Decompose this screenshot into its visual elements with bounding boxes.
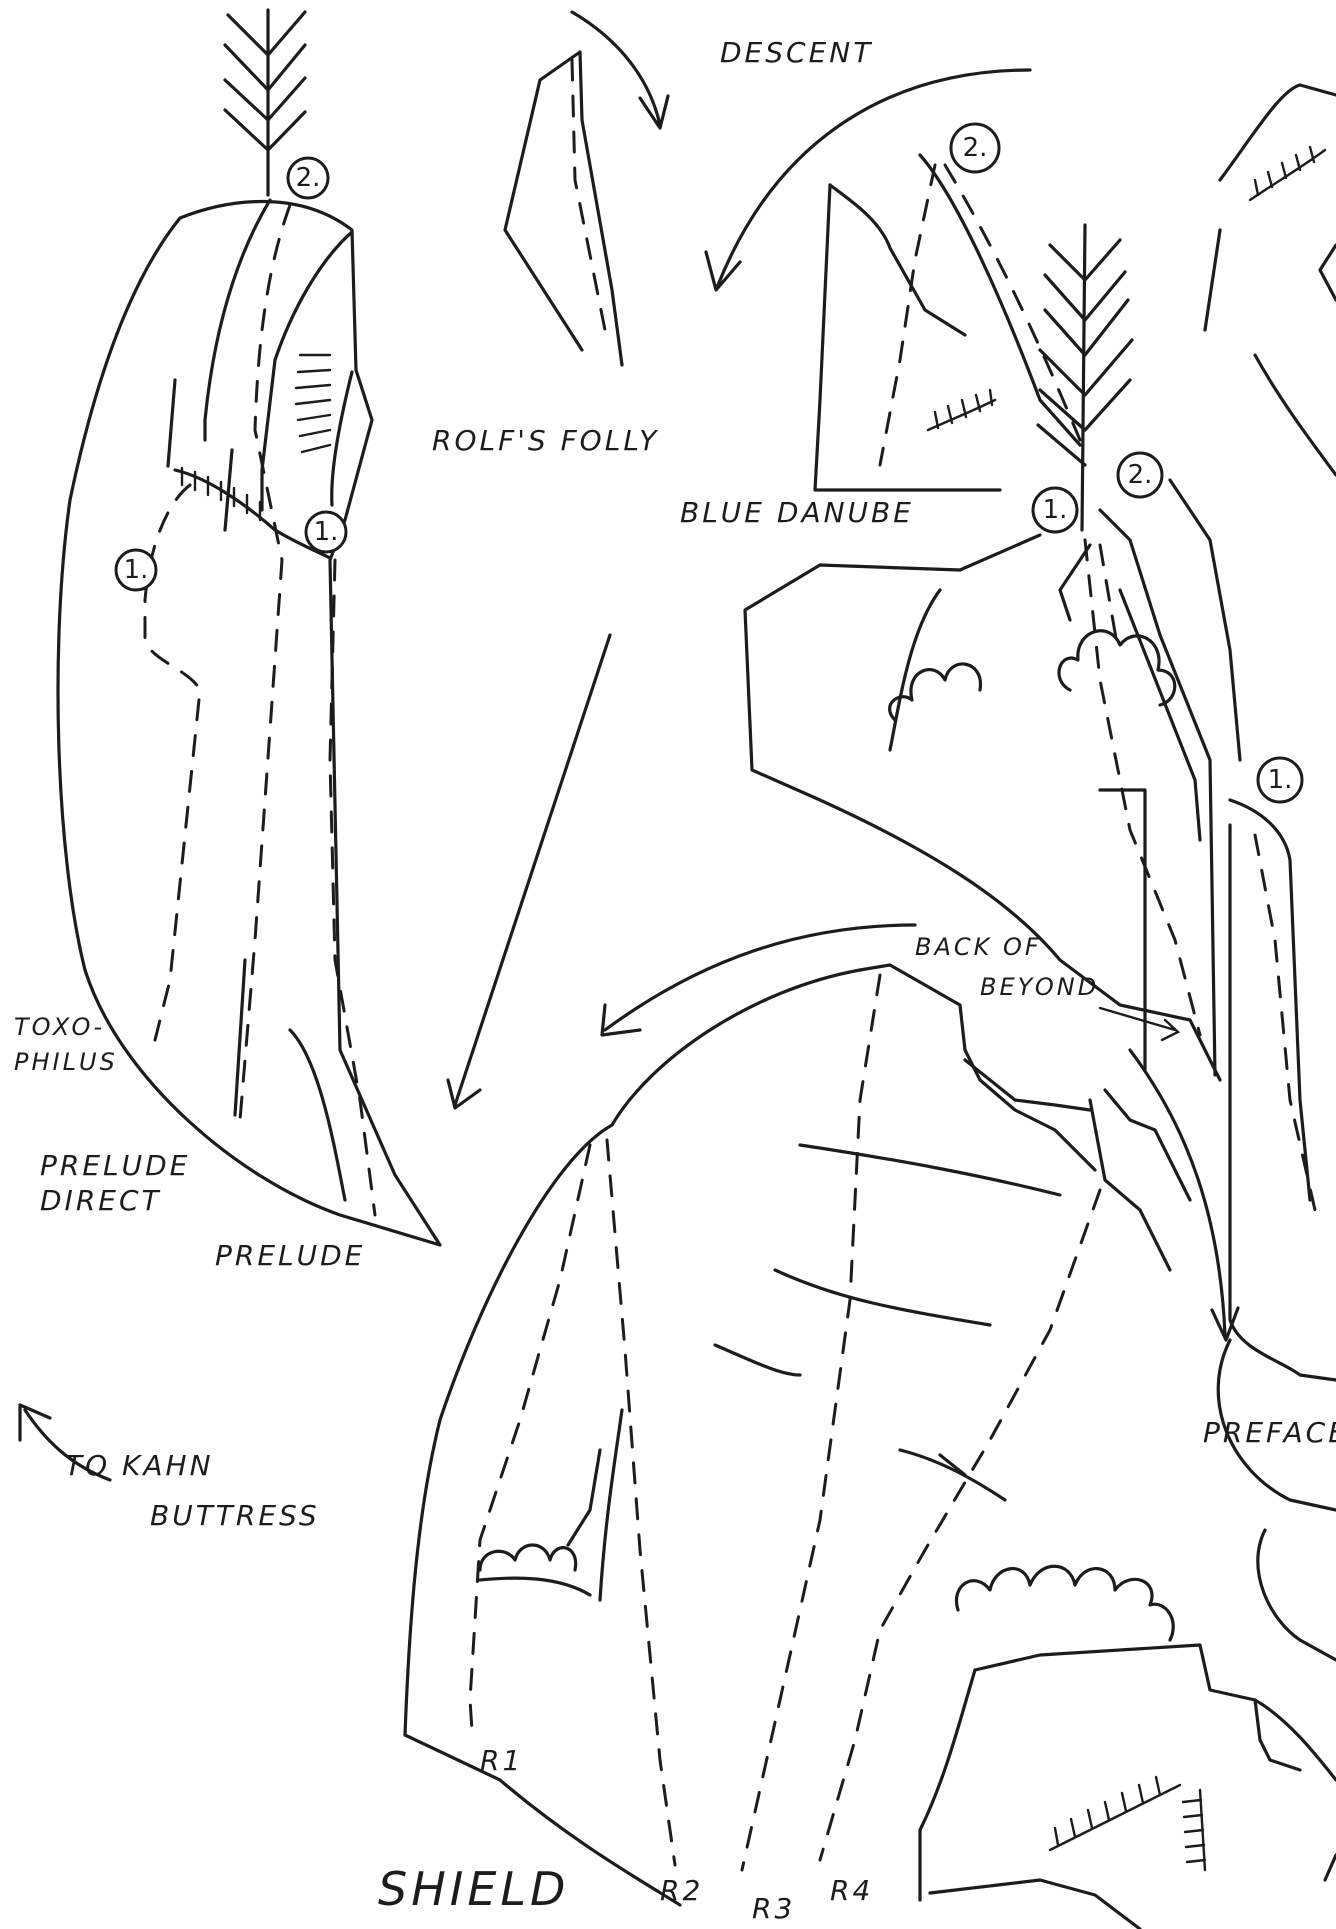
pitch-marker-left-top: 2. xyxy=(288,158,328,198)
bush-icon-4 xyxy=(956,1566,1173,1640)
approach-arrow-diagonal xyxy=(448,635,610,1108)
label-to-kahn-buttress-2: BUTTRESS xyxy=(150,1499,320,1532)
pitch-marker-blue-danube-1: 1. xyxy=(1033,488,1077,532)
route-r4 xyxy=(820,1190,1100,1860)
label-blue-danube: BLUE DANUBE xyxy=(680,496,914,529)
label-preface: PREFACE xyxy=(1203,1416,1336,1449)
descent-arrow-shield xyxy=(602,925,915,1035)
svg-text:1.: 1. xyxy=(1268,765,1293,795)
blue-danube-buttress: 2. 1. 2. xyxy=(706,70,1336,532)
route-back-of-beyond xyxy=(1085,540,1200,1035)
label-back-of-beyond-2: BEYOND xyxy=(980,973,1099,1001)
pitch-marker-blue-danube-2: 2. xyxy=(1118,453,1162,497)
shield-crag xyxy=(405,925,1336,1929)
bush-icon-3 xyxy=(480,1545,576,1570)
pitch-marker-left-mid-right: 1. xyxy=(306,512,346,552)
label-r4: R4 xyxy=(830,1874,873,1907)
descent-arrow-small xyxy=(572,12,668,128)
svg-text:2.: 2. xyxy=(296,163,321,193)
label-toxophilus-2: PHILUS xyxy=(14,1048,118,1076)
label-r1: R1 xyxy=(480,1744,523,1777)
svg-text:2.: 2. xyxy=(963,133,988,163)
svg-text:1.: 1. xyxy=(314,517,339,547)
label-r2: R2 xyxy=(660,1874,703,1907)
belay-ledge-hatch-blue-danube xyxy=(928,390,995,430)
label-prelude-direct-1: PRELUDE xyxy=(40,1149,190,1182)
bush-icon-2 xyxy=(1059,631,1175,705)
belay-ledge-hatch-shield-2 xyxy=(1183,1790,1205,1870)
descent-arrow-right xyxy=(1130,1050,1238,1340)
rolfs-folly-slab xyxy=(505,52,622,365)
pitch-marker-blue-danube-top: 2. xyxy=(951,124,999,172)
route-r1 xyxy=(470,1145,590,1730)
route-r2 xyxy=(607,1140,675,1865)
tree-icon-right xyxy=(1038,225,1132,530)
label-rolfs-folly: ROLF'S FOLLY xyxy=(432,424,659,457)
label-prelude-direct-2: DIRECT xyxy=(40,1184,162,1217)
bush-icon-1 xyxy=(890,664,981,720)
label-shield: SHIELD xyxy=(378,1862,569,1916)
svg-text:1.: 1. xyxy=(1043,495,1068,525)
belay-ledge-hatch-shield-1 xyxy=(1050,1777,1180,1850)
left-buttress-outline xyxy=(58,201,440,1245)
label-r3: R3 xyxy=(752,1892,795,1925)
svg-text:1.: 1. xyxy=(124,555,149,585)
belay-ledge-hatch-far-right xyxy=(1250,147,1325,200)
label-to-kahn-buttress-1: TO KAHN xyxy=(65,1449,214,1482)
label-prelude: PRELUDE xyxy=(215,1239,365,1272)
svg-text:2.: 2. xyxy=(1128,460,1153,490)
pitch-marker-far-right-1: 1. xyxy=(1258,758,1302,802)
label-descent: DESCENT xyxy=(720,36,873,69)
pitch-marker-left-mid-left: 1. xyxy=(116,550,156,590)
label-back-of-beyond-1: BACK OF xyxy=(915,933,1042,961)
route-r3 xyxy=(742,975,880,1870)
label-toxophilus-1: TOXO- xyxy=(14,1013,105,1041)
